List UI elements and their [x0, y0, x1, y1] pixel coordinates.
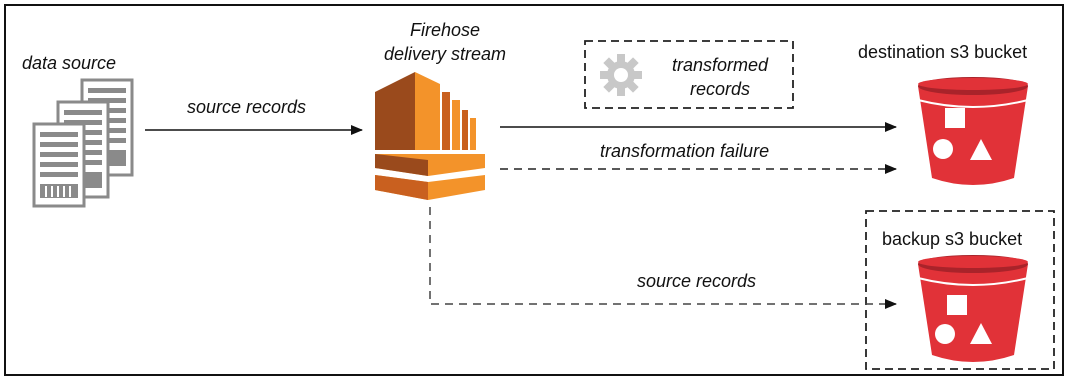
backup-bucket-box: [865, 210, 1055, 370]
gear-icon: [600, 54, 642, 96]
aws-kinesis-firehose-icon: [375, 72, 485, 200]
destination-s3-bucket-icon: [917, 77, 1029, 185]
server-rack-icon: [32, 78, 134, 208]
source-records-backup-label: source records: [637, 271, 757, 291]
transformation-failure-label: transformation failure: [600, 141, 770, 161]
source-records-backup-arrow: [429, 207, 897, 309]
source-records-label: source records: [187, 97, 307, 117]
firehose-title-line1: Firehose: [409, 20, 481, 40]
diagram-frame: [4, 4, 1064, 376]
backup-s3-bucket-icon: [917, 255, 1029, 362]
transformed-records-line2: records: [689, 79, 751, 99]
transformed-records-box: [584, 40, 794, 109]
data-source-label: data source: [22, 53, 117, 73]
transformed-records-line1: transformed: [671, 55, 769, 75]
destination-bucket-label: destination s3 bucket: [858, 42, 1028, 62]
firehose-title-line2: delivery stream: [383, 44, 507, 64]
backup-bucket-label: backup s3 bucket: [882, 229, 1023, 249]
